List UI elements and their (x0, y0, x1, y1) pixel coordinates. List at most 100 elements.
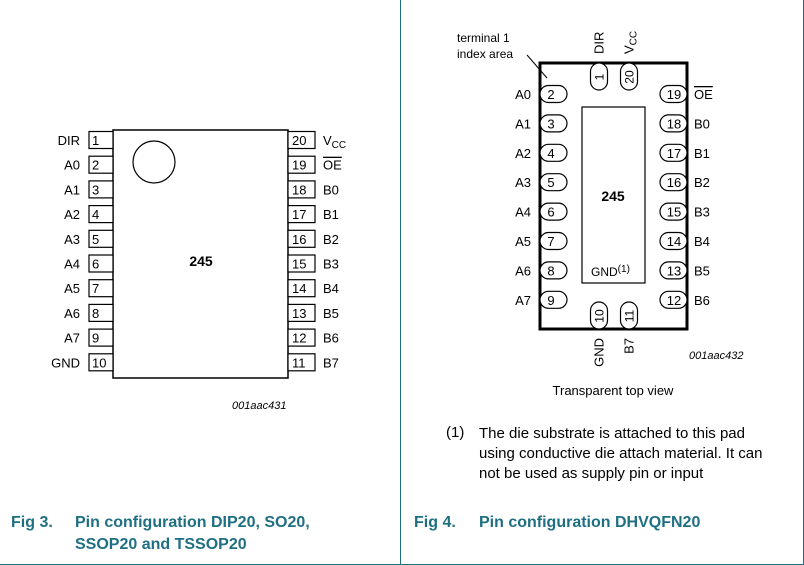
fig4-pin-number: 13 (667, 263, 681, 278)
fig4-pin-pad (589, 62, 609, 91)
fig4-chip-label: 245 (601, 188, 625, 204)
fig3-pin-number: 7 (92, 281, 99, 296)
fig3-pin-box (88, 279, 114, 298)
fig3-left-pin: 8A6 (64, 303, 114, 322)
fig3-pin-name: B1 (323, 207, 339, 222)
fig4-view-label: Transparent top view (553, 383, 675, 398)
fig3-left-pin: 7A5 (64, 279, 114, 298)
fig4-gnd-label: GND(1) (591, 264, 630, 279)
fig4-pin-pad (539, 143, 568, 162)
fig3-pin-box (287, 328, 316, 347)
fig4-pin-number: 16 (667, 175, 681, 190)
fig3-right-pin: 19 OE (287, 155, 342, 174)
fig4-pin-name: A5 (515, 234, 531, 249)
fig3-chip-label: 245 (189, 253, 213, 269)
fig4-left-pin: 9 A7 (515, 290, 568, 309)
fig4-left-pin: 7A5 (515, 231, 568, 251)
fig4-pin-name: GND (592, 338, 607, 367)
fig3-pin-number: 19 (292, 158, 306, 173)
fig3-pin-name: B4 (323, 281, 339, 296)
fig3-index-mark (132, 140, 176, 184)
fig3-caption-number: Fig 3. (11, 514, 53, 531)
fig4-pin-number: 11 (623, 309, 637, 322)
fig4-right-pin: 15 B3 (659, 202, 710, 221)
fig4-pin-name: A1 (515, 116, 531, 131)
fig3-pin-box (88, 155, 114, 174)
fig4-pin-name: A7 (515, 293, 531, 308)
fig3-left-pin: 2A0 (64, 155, 114, 174)
fig4-pin-name: B6 (694, 293, 710, 308)
fig3-pin-number: 9 (92, 331, 99, 346)
fig3-pin-name: B0 (323, 182, 339, 197)
fig4-pin-pad (659, 143, 688, 162)
fig4-pin-number: 18 (667, 116, 681, 131)
fig4-pin-name: A4 (515, 205, 531, 220)
fig3-drawing-id: 001aac431 (232, 400, 286, 412)
fig3-pin-name: A4 (64, 257, 80, 272)
fig3-pin-box (287, 205, 316, 224)
fig4-pin-number: 3 (547, 116, 554, 131)
fig3-pin-box (88, 254, 114, 273)
fig4-left-pin: 8A6 (515, 261, 568, 280)
fig4-left-pin: 5A3 (515, 173, 568, 192)
fig3-pin-name: OE (323, 158, 342, 173)
fig4-pin-name: B0 (694, 116, 710, 131)
fig3-pin-name: B3 (323, 257, 339, 272)
fig4-pin-pad (619, 62, 639, 91)
fig4-pin-name: A2 (515, 146, 531, 161)
fig3-pin-box (287, 180, 316, 199)
fig3-right-pin: 18 B0 (287, 180, 339, 199)
fig4-pin-number: 12 (667, 293, 681, 308)
fig3-pin-number: 16 (292, 232, 306, 247)
fig3-pin-number: 20 (292, 133, 306, 148)
fig4-pin-pad (589, 301, 609, 330)
fig4-exposed-pad (581, 106, 646, 284)
fig4-right-pin: 12 B6 (659, 290, 710, 309)
fig3-pin-name: VCC (323, 133, 346, 151)
fig3-pin-name: B5 (323, 306, 339, 321)
fig4-left-pin: 4 A2 (515, 143, 568, 162)
fig3-pin-box (88, 229, 114, 248)
fig4-pin-number: 20 (623, 70, 637, 84)
fig4-pin-number: 9 (547, 293, 554, 308)
fig3-pin-number: 4 (92, 207, 99, 222)
fig3-left-pin: 9A7 (64, 328, 114, 347)
fig4-left-pin: 2A0 (515, 84, 568, 104)
fig3-pin-box (88, 180, 114, 199)
fig4-pin-number: 6 (547, 205, 554, 220)
fig3-chip-body (112, 129, 289, 379)
fig3-pin-box (287, 229, 316, 248)
fig3-pin-number: 2 (92, 158, 99, 173)
fig3-pin-box (88, 328, 114, 347)
fig3-pin-box (88, 205, 114, 224)
fig3-pin-name: B7 (323, 355, 339, 370)
fig3-pin-number: 18 (292, 182, 306, 197)
fig4-pin-number: 15 (667, 205, 681, 220)
fig4-pin-name: B3 (694, 205, 710, 220)
fig4-index-label-1: terminal 1 (457, 31, 510, 45)
fig3-pin-number: 5 (92, 232, 99, 247)
fig3-pin-number: 8 (92, 306, 99, 321)
fig4-pin-number: 4 (547, 146, 554, 161)
fig4-left-pin: 6 A4 (515, 202, 568, 221)
fig4-pin-number: 14 (667, 234, 681, 249)
fig4-pin-pad (659, 84, 688, 104)
fig3-pin-name: A1 (64, 182, 80, 197)
fig4-index-leader (526, 54, 548, 79)
fig4-pin-name: OE (694, 87, 713, 102)
fig4-pin-number: 2 (547, 87, 554, 102)
